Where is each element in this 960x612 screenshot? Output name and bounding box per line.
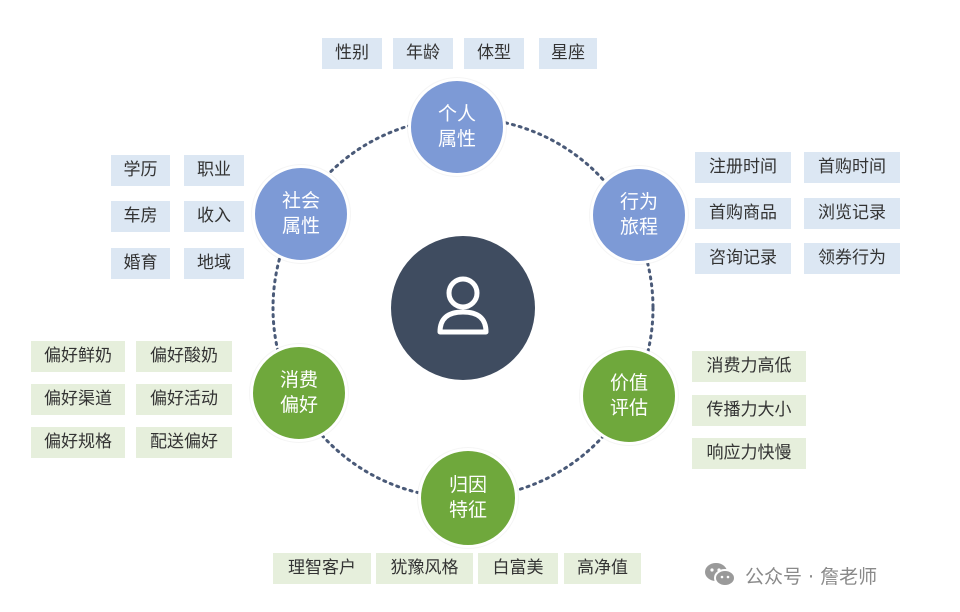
tag-attribution: 高净值 <box>564 553 641 584</box>
tag-social: 学历 <box>111 155 170 186</box>
node-social-attributes: 社会 属性 <box>252 165 350 263</box>
tag-personal: 性别 <box>322 38 382 69</box>
tag-behavior: 咨询记录 <box>695 243 791 274</box>
tag-behavior: 首购商品 <box>695 198 791 229</box>
tag-social: 地域 <box>184 248 244 279</box>
tag-attribution: 白富美 <box>478 553 558 584</box>
tag-social: 婚育 <box>111 248 170 279</box>
tag-behavior: 注册时间 <box>695 152 791 183</box>
user-icon <box>437 276 489 335</box>
node-consumption-preference: 消费 偏好 <box>250 344 348 442</box>
tag-personal: 体型 <box>464 38 524 69</box>
watermark-text: 公众号 · 詹老师 <box>745 565 878 588</box>
wechat-icon <box>705 563 736 587</box>
center-user-circle <box>391 236 535 380</box>
node-label: 属性 <box>281 215 320 237</box>
node-attribution-features: 归因 特征 <box>418 448 518 548</box>
node-behavior-journey: 行为 旅程 <box>590 166 688 264</box>
node-label: 归因 <box>448 474 487 496</box>
node-label: 偏好 <box>279 394 318 416</box>
node-label: 评估 <box>609 397 648 419</box>
tag-social: 车房 <box>111 201 170 232</box>
tag-consumption: 偏好规格 <box>31 427 125 458</box>
node-label: 属性 <box>437 128 476 150</box>
tag-value: 响应力快慢 <box>692 438 806 469</box>
tag-consumption: 偏好渠道 <box>31 384 125 415</box>
tag-consumption: 配送偏好 <box>136 427 232 458</box>
tag-social: 收入 <box>184 201 244 232</box>
tag-personal: 星座 <box>539 38 597 69</box>
node-label: 特征 <box>448 499 487 521</box>
tag-personal: 年龄 <box>393 38 453 69</box>
node-label: 旅程 <box>619 216 658 238</box>
node-personal-attributes: 个人 属性 <box>408 78 506 176</box>
tag-value: 传播力大小 <box>692 395 806 426</box>
node-label: 消费 <box>279 369 318 391</box>
node-label: 社会 <box>281 190 320 212</box>
tag-social: 职业 <box>184 155 244 186</box>
tag-behavior: 浏览记录 <box>804 198 900 229</box>
tag-behavior: 领券行为 <box>804 243 900 274</box>
node-label: 行为 <box>619 191 658 213</box>
tag-behavior: 首购时间 <box>804 152 900 183</box>
watermark: 公众号 · 詹老师 <box>703 558 877 592</box>
tag-consumption: 偏好酸奶 <box>136 341 232 372</box>
tag-attribution: 理智客户 <box>273 553 371 584</box>
node-label: 个人 <box>437 103 476 125</box>
tag-value: 消费力高低 <box>692 351 806 382</box>
node-label: 价值 <box>609 372 648 394</box>
tag-attribution: 犹豫风格 <box>376 553 473 584</box>
tag-consumption: 偏好活动 <box>136 384 232 415</box>
tag-consumption: 偏好鲜奶 <box>31 341 125 372</box>
node-value-assessment: 价值 评估 <box>580 347 678 445</box>
